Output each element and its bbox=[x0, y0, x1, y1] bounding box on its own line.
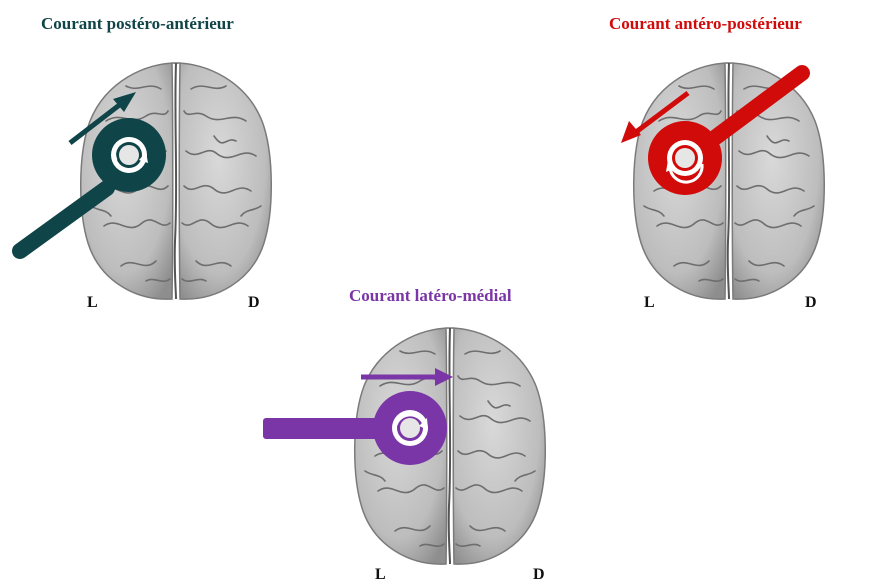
diagram-canvas bbox=[0, 0, 871, 586]
